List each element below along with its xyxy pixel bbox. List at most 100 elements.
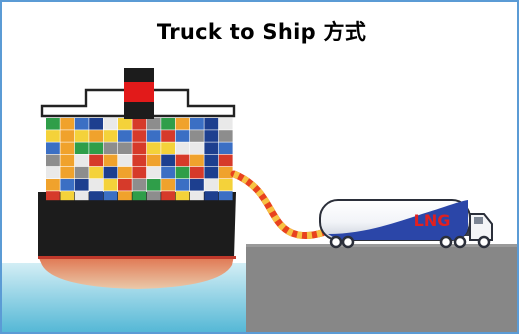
container-box xyxy=(219,142,233,154)
container-box xyxy=(46,179,60,191)
container-box xyxy=(161,179,175,191)
container-box xyxy=(176,191,190,200)
container-box xyxy=(161,130,175,142)
container-box xyxy=(89,118,103,130)
container-box xyxy=(147,155,161,167)
container-box xyxy=(219,130,233,142)
container-box xyxy=(132,191,146,200)
container-box xyxy=(204,155,218,167)
container-box xyxy=(219,167,233,179)
container-box xyxy=(89,142,103,154)
container-box xyxy=(75,167,89,179)
container-box xyxy=(89,167,103,179)
container-box xyxy=(89,191,103,200)
quay-edge xyxy=(246,244,517,247)
container-box xyxy=(176,142,190,154)
container-box xyxy=(60,142,74,154)
container-box xyxy=(46,191,60,200)
container-box xyxy=(118,191,132,200)
container-box xyxy=(219,191,233,200)
container-box xyxy=(60,179,74,191)
container-box xyxy=(104,118,118,130)
container-box xyxy=(60,191,74,200)
container-box xyxy=(89,179,103,191)
container-box xyxy=(46,167,60,179)
container-box xyxy=(161,142,175,154)
container-box xyxy=(75,118,89,130)
ship-funnel xyxy=(124,68,154,119)
container-box xyxy=(176,155,190,167)
container-box xyxy=(147,191,161,200)
container-box xyxy=(60,167,74,179)
container-box xyxy=(204,167,218,179)
container-box xyxy=(147,167,161,179)
container-box xyxy=(89,155,103,167)
container-box xyxy=(104,142,118,154)
container-box xyxy=(104,191,118,200)
container-box xyxy=(190,167,204,179)
container-stack xyxy=(46,118,233,200)
container-box xyxy=(118,142,132,154)
container-box xyxy=(219,118,233,130)
container-box xyxy=(75,179,89,191)
container-box xyxy=(190,155,204,167)
container-box xyxy=(118,155,132,167)
container-box xyxy=(132,118,146,130)
container-box xyxy=(161,155,175,167)
container-box xyxy=(132,142,146,154)
container-box xyxy=(60,118,74,130)
container-box xyxy=(46,142,60,154)
container-box xyxy=(161,118,175,130)
container-box xyxy=(176,167,190,179)
container-box xyxy=(190,130,204,142)
container-box xyxy=(132,167,146,179)
container-box xyxy=(46,155,60,167)
container-box xyxy=(118,130,132,142)
container-box xyxy=(75,142,89,154)
container-box xyxy=(204,179,218,191)
container-box xyxy=(190,179,204,191)
container-box xyxy=(176,118,190,130)
quay xyxy=(246,244,517,332)
container-box xyxy=(147,179,161,191)
container-box xyxy=(118,118,132,130)
container-box xyxy=(75,130,89,142)
container-box xyxy=(190,191,204,200)
container-box xyxy=(147,118,161,130)
container-box xyxy=(104,167,118,179)
container-box xyxy=(147,142,161,154)
container-box xyxy=(75,155,89,167)
container-box xyxy=(204,142,218,154)
container-box xyxy=(75,191,89,200)
container-box xyxy=(104,179,118,191)
cab-window xyxy=(474,217,483,224)
container-box xyxy=(118,167,132,179)
truck-tank-label: LNG xyxy=(414,211,451,230)
container-box xyxy=(204,191,218,200)
bunkering-hose-icon xyxy=(234,174,322,236)
container-box xyxy=(204,118,218,130)
container-box xyxy=(176,130,190,142)
container-box xyxy=(161,191,175,200)
container-box xyxy=(60,155,74,167)
container-box xyxy=(60,130,74,142)
container-box xyxy=(132,179,146,191)
container-box xyxy=(104,155,118,167)
container-box xyxy=(104,130,118,142)
container-box xyxy=(132,155,146,167)
container-box xyxy=(176,179,190,191)
container-box xyxy=(118,179,132,191)
container-box xyxy=(190,142,204,154)
ship-hull xyxy=(38,192,236,258)
container-ship-icon xyxy=(38,68,236,289)
container-box xyxy=(46,130,60,142)
container-box xyxy=(161,167,175,179)
container-box xyxy=(46,118,60,130)
container-box xyxy=(219,155,233,167)
lng-tank-truck-icon: LNG xyxy=(320,200,492,247)
container-box xyxy=(204,130,218,142)
container-box xyxy=(132,130,146,142)
container-box xyxy=(89,130,103,142)
